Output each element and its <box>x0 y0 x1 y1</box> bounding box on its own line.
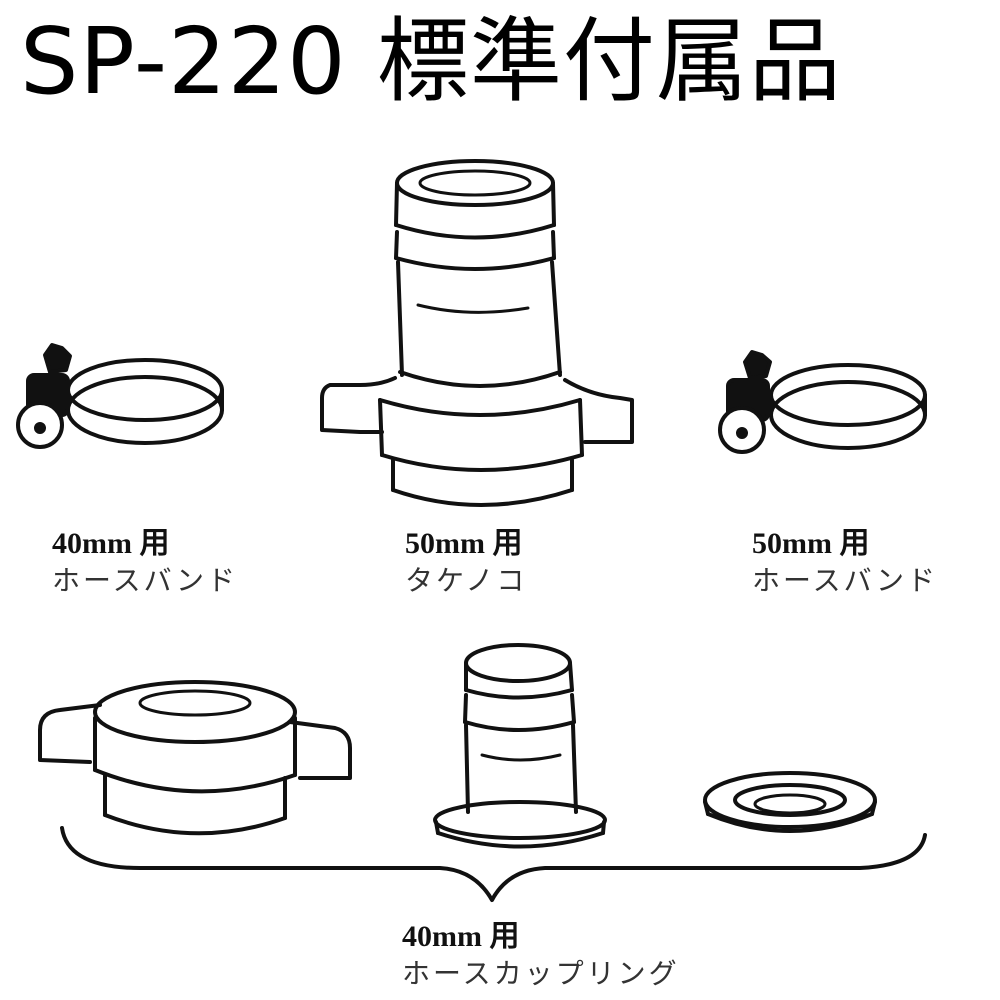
accessory-label-50mm-hose-band: 50mm 用 ホースバンド <box>752 527 939 597</box>
hose-nipple-50mm-icon <box>320 159 634 507</box>
model-number: SP-220 <box>20 8 347 115</box>
accessory-label-40mm-hose-coupling: 40mm 用 ホースカップリング <box>402 920 680 990</box>
grouping-brace-icon <box>60 826 927 902</box>
coupling-nut-icon <box>38 680 352 836</box>
gasket-ring-icon <box>703 771 877 833</box>
page-title: SP-220 標準付属品 <box>20 2 1000 122</box>
hose-nipple-40mm-icon <box>433 643 607 849</box>
hose-clamp-50mm-icon <box>718 350 927 454</box>
title-text: 標準付属品 <box>376 8 842 115</box>
accessory-label-40mm-hose-band: 40mm 用 ホースバンド <box>52 527 239 597</box>
hose-clamp-40mm-icon <box>16 343 224 449</box>
accessory-label-50mm-takenoko: 50mm 用 タケノコ <box>405 527 528 597</box>
